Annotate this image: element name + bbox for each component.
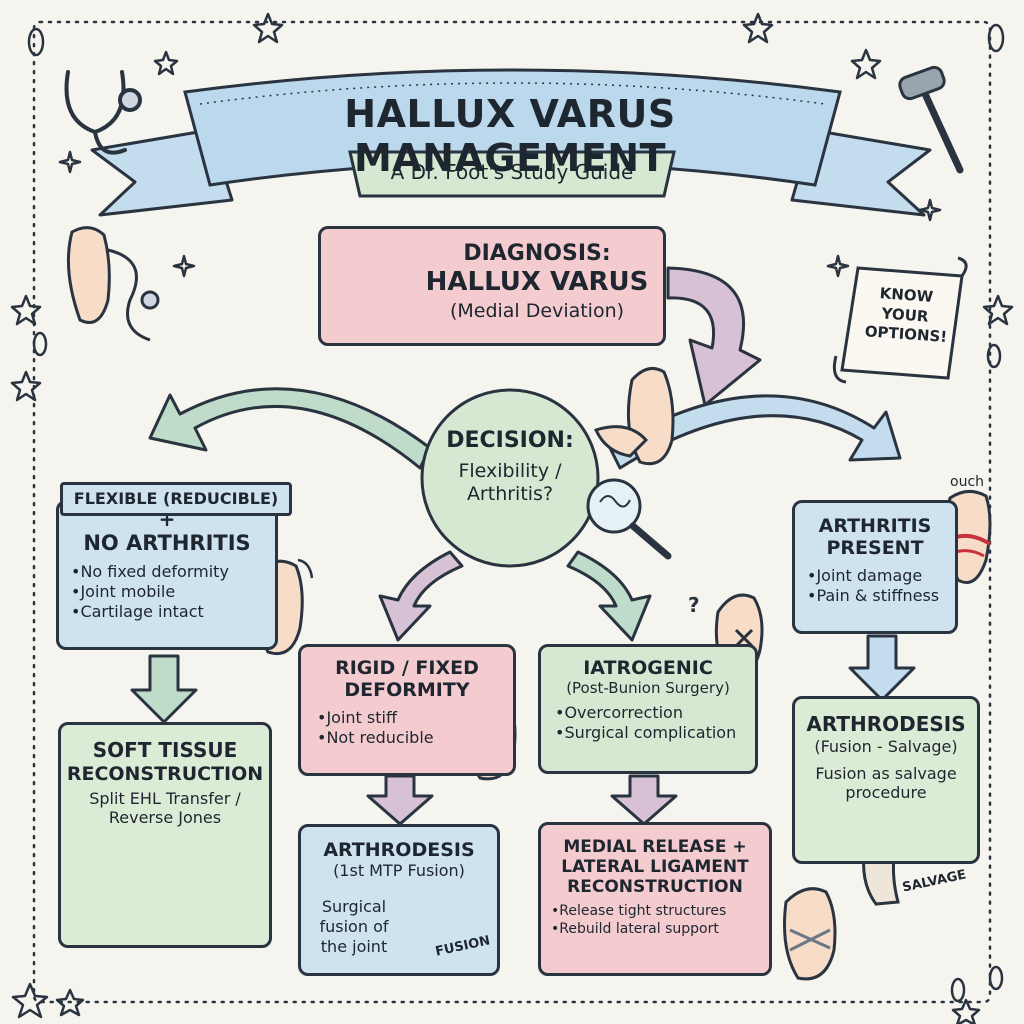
release-foot-icon	[783, 887, 837, 981]
soft-tissue-box: SOFT TISSUE RECONSTRUCTION Split EHL Tra…	[58, 722, 272, 948]
list-item: Overcorrection	[555, 703, 755, 723]
flexible-title: NO ARTHRITIS	[83, 531, 251, 555]
rigid-box: RIGID / FIXED DEFORMITY Joint stiff Not …	[298, 644, 516, 776]
arrow-decision-arthritis	[608, 394, 902, 470]
list-item: No fixed deformity	[71, 562, 275, 582]
arrow-iatrogenic-release	[610, 774, 678, 826]
reflex-hammer-icon	[898, 65, 964, 174]
arthrodesis-salvage-box: ARTHRODESIS (Fusion - Salvage) Fusion as…	[792, 696, 980, 864]
arthrodesis-mtp-sub: (1st MTP Fusion)	[333, 861, 465, 881]
arthrodesis-mtp-box: ARTHRODESIS (1st MTP Fusion) Surgical fu…	[298, 824, 500, 976]
flexible-banner: FLEXIBLE (REDUCIBLE)	[60, 482, 292, 516]
arthritis-bullets: Joint damage Pain & stiffness	[807, 566, 955, 606]
arthrodesis-mtp-title: ARTHRODESIS	[323, 839, 475, 861]
list-item: Surgical complication	[555, 723, 755, 743]
arrow-rigid-arthrodesis	[366, 774, 434, 826]
subtitle-ribbon	[348, 150, 676, 198]
list-item: Joint damage	[807, 566, 955, 586]
soft-tissue-sub-1: Split EHL Transfer /	[89, 789, 241, 808]
arrow-arthritis-salvage	[848, 634, 916, 702]
iatrogenic-bullets: Overcorrection Surgical complication	[555, 703, 755, 743]
flexible-box: + NO ARTHRITIS No fixed deformity Joint …	[56, 500, 278, 650]
soft-tissue-sub-2: Reverse Jones	[108, 808, 222, 828]
arthrodesis-salvage-desc-1: Fusion as salvage	[815, 763, 957, 783]
iatrogenic-title: IATROGENIC	[583, 657, 713, 679]
dotted-frame	[32, 20, 992, 1004]
flexible-banner-text: FLEXIBLE (REDUCIBLE)	[73, 489, 279, 508]
rigid-title-2: DEFORMITY	[344, 679, 470, 702]
medial-release-box: MEDIAL RELEASE + LATERAL LIGAMENT RECONS…	[538, 822, 772, 976]
arrow-flexible-softtissue	[130, 654, 198, 724]
stethoscope-icon	[64, 70, 142, 155]
arrow-decision-iatrogenic	[566, 550, 652, 642]
diagnosis-sub: (Medial Deviation)	[449, 299, 625, 322]
arthrodesis-mtp-desc-2: fusion of	[319, 917, 389, 936]
diagnosis-title-1: DIAGNOSIS:	[463, 241, 611, 266]
ribbon-tails	[90, 128, 932, 217]
scroll-note-icon	[832, 256, 968, 384]
svg-text:?: ?	[688, 593, 700, 617]
diagnosis-box: DIAGNOSIS: HALLUX VARUS (Medial Deviatio…	[318, 226, 666, 346]
iatrogenic-box: IATROGENIC (Post-Bunion Surgery) Overcor…	[538, 644, 758, 774]
flexible-bullets: No fixed deformity Joint mobile Cartilag…	[71, 562, 275, 622]
list-item: Not reducible	[317, 728, 513, 748]
medial-release-bullets: Release tight structures Rebuild lateral…	[551, 903, 769, 938]
rigid-bullets: Joint stiff Not reducible	[317, 708, 513, 748]
arthrodesis-salvage-sub: (Fusion - Salvage)	[814, 736, 958, 756]
arthritis-title-1: ARTHRITIS	[818, 515, 932, 537]
arrow-diagnosis-decision	[666, 266, 762, 407]
arrow-decision-flexible	[148, 387, 432, 470]
medial-release-title-2: LATERAL LIGAMENT	[561, 857, 749, 878]
diagnosis-title-2: HALLUX VARUS	[425, 266, 649, 297]
rigid-title-1: RIGID / FIXED	[335, 657, 479, 679]
magnifier-icon	[586, 478, 672, 560]
scroll-note-text: KNOW YOUR OPTIONS!	[864, 284, 948, 346]
list-item: Joint stiff	[317, 708, 513, 728]
ouch-label: ouch	[950, 474, 985, 490]
foot-hand-icon	[593, 366, 675, 466]
soft-tissue-title-2: RECONSTRUCTION	[66, 762, 264, 785]
flow-arrows	[130, 266, 916, 826]
page-title: HALLUX VARUS MANAGEMENT	[344, 92, 676, 180]
decision-line-2: Arthritis?	[466, 482, 554, 505]
arthritis-title-2: PRESENT	[826, 537, 924, 560]
star-icons	[10, 12, 1014, 1024]
decision-line-1: Flexibility /	[458, 459, 562, 482]
soft-tissue-title-1: SOFT TISSUE	[92, 738, 238, 762]
arthrodesis-salvage-desc-2: procedure	[845, 782, 927, 802]
page-subtitle: A Dr. Foot's Study Guide	[390, 160, 634, 184]
footprint-icons	[27, 23, 1005, 1003]
list-item: Pain & stiffness	[807, 586, 955, 606]
arrow-decision-rigid	[378, 550, 464, 642]
iatrogenic-sub: (Post-Bunion Surgery)	[566, 679, 730, 698]
list-item: Cartilage intact	[71, 602, 275, 622]
list-item: Rebuild lateral support	[551, 921, 769, 939]
arthrodesis-mtp-desc-1: Surgical	[321, 897, 387, 916]
list-item: Release tight structures	[551, 903, 769, 921]
medial-release-title-1: MEDIAL RELEASE +	[563, 837, 747, 857]
arthritis-box: ARTHRITIS PRESENT Joint damage Pain & st…	[792, 500, 958, 634]
arthrodesis-mtp-desc-3: the joint	[320, 937, 388, 956]
decision-title: DECISION:	[446, 428, 574, 453]
list-item: Joint mobile	[71, 582, 275, 602]
foot-stethoscope-icon	[66, 226, 160, 342]
fusion-label: FUSION	[434, 933, 492, 960]
arthrodesis-salvage-title: ARTHRODESIS	[806, 712, 966, 736]
medial-release-title-3: RECONSTRUCTION	[567, 877, 743, 898]
decision-circle	[420, 388, 600, 568]
decision-text: DECISION: Flexibility / Arthritis?	[428, 428, 592, 506]
